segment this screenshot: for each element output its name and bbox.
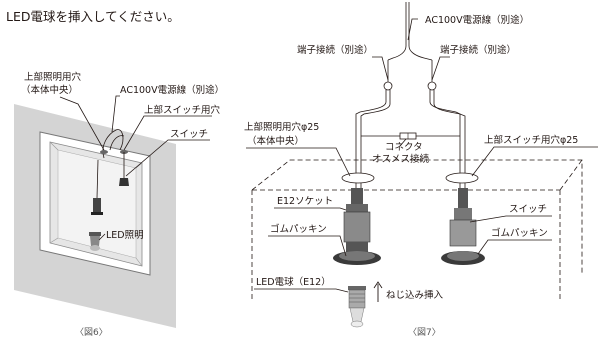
fig7-label-gasket-right: ゴムパッキン [491, 227, 548, 239]
fig6-label-hole-center-sub: （本体中央） [21, 84, 78, 96]
switch-icon [119, 178, 129, 186]
cabinet-outline [251, 159, 583, 300]
fig7-label-connector-sub: オスメス接続 [372, 153, 430, 165]
fig7-label-socket: E12ソケット [277, 196, 333, 207]
light-wire [96, 159, 99, 199]
terminal-left-icon [383, 81, 393, 91]
figure-6: 上部照明用穴 （本体中央） AC100V電源線（別途） 上部スイッチ用穴 スイッ… [14, 71, 224, 338]
fig6-label-switch-hole: 上部スイッチ用穴 [144, 104, 221, 116]
led-bulb-icon-fig7 [348, 286, 366, 328]
power-cable [387, 2, 433, 61]
fig7-label-gasket-left: ゴムパッキン [270, 223, 327, 235]
switch-hole [445, 172, 479, 184]
e12-socket-icon [333, 188, 381, 265]
fig7-label-terminal-left: 端子接続（別途） [297, 44, 373, 56]
fig6-label-led-light: LED照明 [106, 230, 144, 241]
fig7-label-connector: コネクタ [385, 142, 423, 153]
fig7-label-bulb: LED電球（E12） [256, 276, 331, 288]
terminal-right-icon [427, 81, 437, 91]
led-bulb-icon [89, 232, 101, 251]
fig7-label-terminal-right: 端子接続（別途） [440, 44, 516, 56]
screw-in-arrow-icon [373, 281, 383, 302]
fig7-label-switch: スイッチ [509, 204, 547, 215]
light-hole [341, 172, 375, 184]
figure-6-caption: 〈図6〉 [75, 327, 108, 338]
fig7-label-switch-hole: 上部スイッチ用穴φ25 [484, 134, 578, 146]
fig7-label-power-cable: AC100V電源線（別途） [425, 14, 529, 26]
fig6-label-power-cable: AC100V電源線（別途） [120, 84, 224, 96]
fig6-label-switch: スイッチ [170, 129, 208, 140]
figure-7: AC100V電源線（別途） 端子接続（別途） 端子接続（別途） 上部照明用穴φ2… [244, 2, 598, 338]
socket-icon [93, 198, 101, 212]
fig6-label-hole-center: 上部照明用穴 [24, 71, 82, 83]
figure-7-caption: 〈図7〉 [408, 327, 441, 338]
instruction-title: LED電球を挿入してください。 [6, 9, 180, 24]
fig7-label-hole-center-sub: （本体中央） [247, 135, 304, 147]
fig7-label-hole-center: 上部照明用穴φ25 [244, 121, 319, 133]
fig7-label-screw-in: ねじ込み挿入 [386, 289, 444, 301]
switch-icon-fig7 [441, 188, 485, 265]
